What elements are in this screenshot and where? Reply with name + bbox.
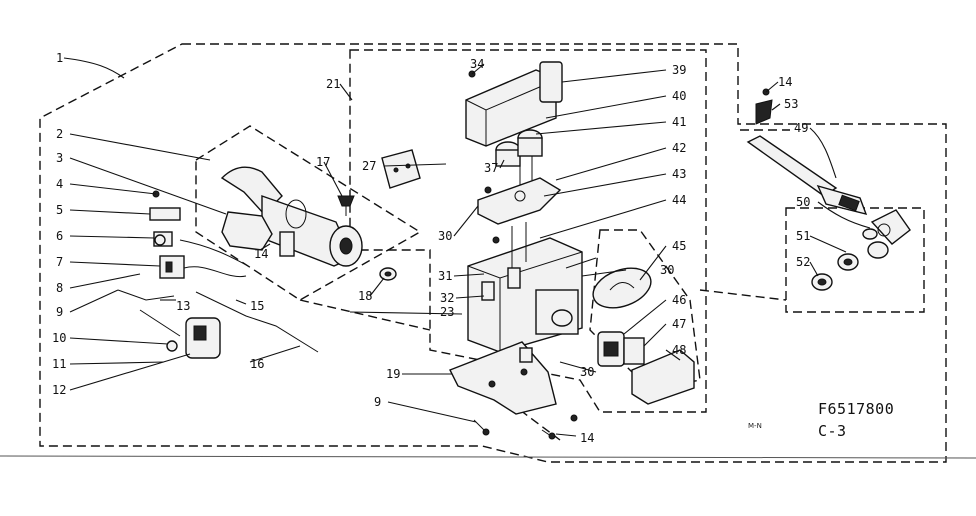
callout-14-right: 14	[778, 75, 792, 89]
callout-16: 16	[250, 357, 264, 371]
callout-15: 15	[250, 299, 264, 313]
callout-23: 23	[440, 305, 454, 319]
callout-11: 11	[52, 357, 66, 371]
callout-30-left: 30	[438, 229, 452, 243]
mounting-bracket	[449, 341, 557, 415]
callout-3: 3	[56, 151, 63, 165]
diagram-code-label: F6517800	[818, 400, 894, 418]
callout-41: 41	[672, 115, 686, 129]
orifice-group-outline	[785, 207, 925, 313]
valve-plate	[477, 177, 562, 225]
burner-group-outline	[195, 125, 422, 301]
igniter	[166, 317, 221, 359]
callout-44: 44	[672, 193, 686, 207]
callout-50: 50	[796, 195, 810, 209]
leader-lines	[63, 57, 871, 437]
callout-1: 1	[56, 51, 63, 65]
connector-dash-bracket	[519, 409, 561, 441]
bottom-rule	[0, 455, 976, 459]
callout-43: 43	[672, 167, 686, 181]
callout-19: 19	[386, 367, 400, 381]
callout-42: 42	[672, 141, 686, 155]
callout-9-bottom: 9	[374, 395, 381, 409]
callout-39: 39	[672, 63, 686, 77]
callout-27: 27	[362, 159, 376, 173]
knob-housing	[465, 61, 563, 147]
callout-31: 31	[438, 269, 452, 283]
callout-32: 32	[440, 291, 454, 305]
callout-14-left: 14	[254, 247, 268, 261]
callout-5: 5	[56, 203, 63, 217]
callout-21: 21	[326, 77, 340, 91]
callout-30-right: 30	[660, 263, 674, 277]
orifice-parts	[811, 228, 889, 291]
callout-12: 12	[52, 383, 66, 397]
regulator-group-outline	[589, 229, 701, 391]
callout-49: 49	[794, 121, 808, 135]
callout-46: 46	[672, 293, 686, 307]
callout-53: 53	[784, 97, 798, 111]
small-mark: M-N	[748, 422, 762, 430]
callout-14-bottom: 14	[580, 431, 594, 445]
valve-body	[467, 222, 583, 353]
callout-6: 6	[56, 229, 63, 243]
connector-dash-burner	[299, 299, 431, 331]
callout-13: 13	[176, 299, 190, 313]
connector-dash-52	[699, 289, 787, 301]
callout-10: 10	[52, 331, 66, 345]
supply-tube	[746, 135, 911, 245]
callout-40: 40	[672, 89, 686, 103]
callout-37: 37	[484, 161, 498, 175]
control-knobs	[495, 129, 543, 196]
callout-17: 17	[316, 155, 330, 169]
callout-52: 52	[796, 255, 810, 269]
diagram-sheet-label: C-3	[818, 422, 847, 440]
screw-17	[337, 195, 355, 216]
callout-47: 47	[672, 317, 686, 331]
callout-4: 4	[56, 177, 63, 191]
callout-51: 51	[796, 229, 810, 243]
pilot-assembly	[117, 190, 319, 353]
fitting-18	[379, 267, 397, 281]
callout-34: 34	[470, 57, 484, 71]
callout-30-bottom: 30	[580, 365, 594, 379]
main-assembly-outline	[39, 43, 947, 463]
callout-45: 45	[672, 239, 686, 253]
solenoid-assembly	[597, 331, 695, 405]
callout-9: 9	[56, 305, 63, 319]
bottom-screws	[473, 414, 578, 440]
callout-2: 2	[56, 127, 63, 141]
callout-18: 18	[358, 289, 372, 303]
burner-bracket	[221, 211, 295, 257]
callout-8: 8	[56, 281, 63, 295]
callout-7: 7	[56, 255, 63, 269]
cover-plate-27	[381, 149, 421, 189]
callout-labels: 1 2 3 4 5 6 7 8 9 10 11 12 13 14 15 16 1…	[52, 51, 810, 445]
fitting-53	[755, 88, 773, 125]
burner-tube	[220, 166, 363, 267]
callout-48: 48	[672, 343, 686, 357]
valve-group-outline	[349, 49, 707, 413]
